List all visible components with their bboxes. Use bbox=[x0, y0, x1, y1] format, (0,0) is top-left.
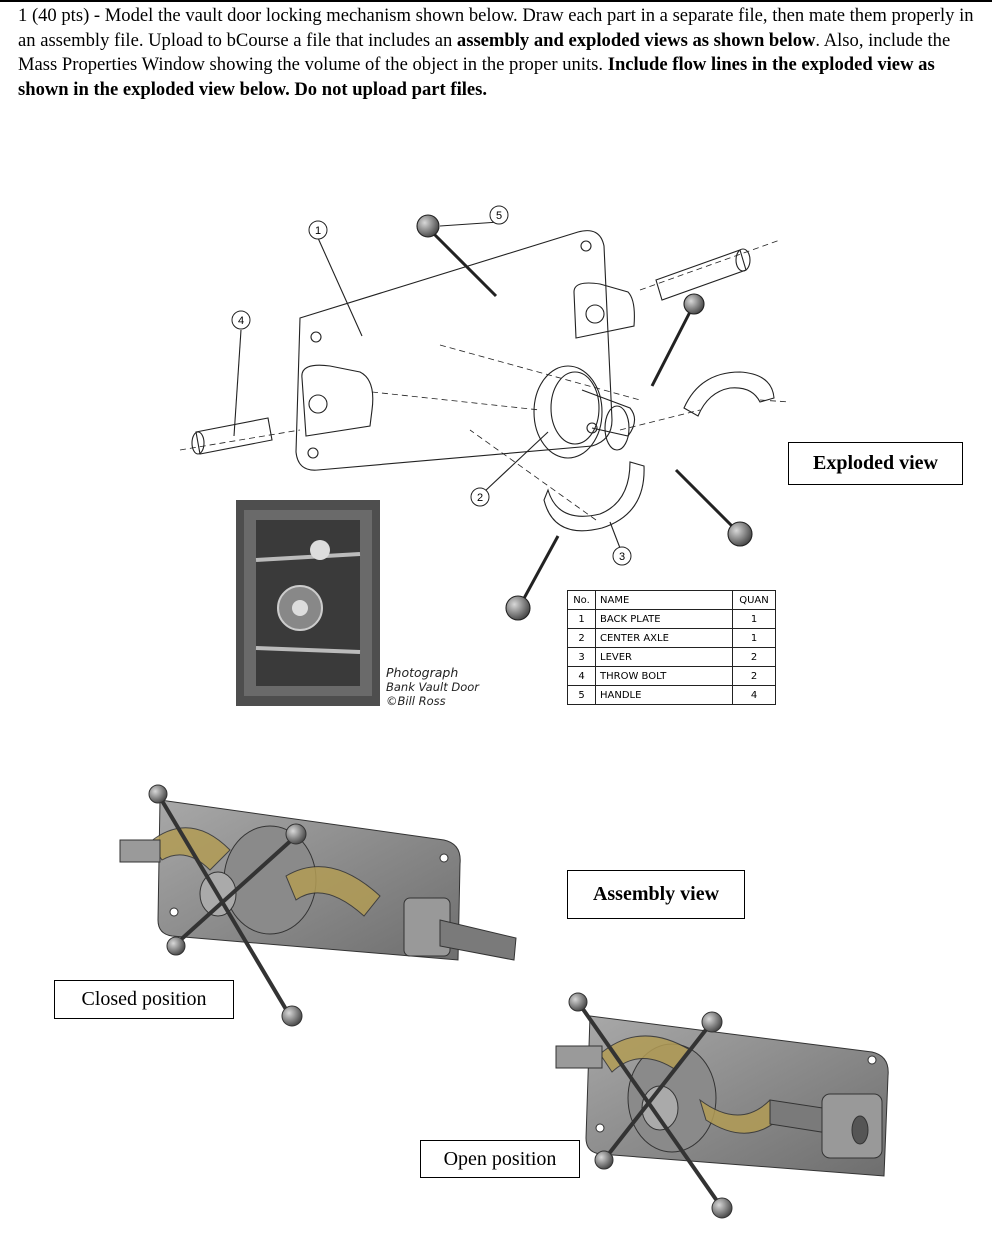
row-name: CENTER AXLE bbox=[595, 628, 733, 648]
lever-right bbox=[683, 371, 775, 417]
back-plate-outline bbox=[295, 230, 613, 471]
row-no: 3 bbox=[567, 647, 596, 667]
row-qty: 2 bbox=[732, 647, 776, 667]
row-no: 5 bbox=[567, 685, 596, 705]
row-name: BACK PLATE bbox=[595, 609, 733, 629]
table-row: 4 THROW BOLT 2 bbox=[567, 666, 776, 686]
table-row: 3 LEVER 2 bbox=[567, 647, 776, 667]
prompt-bold-views: assembly and exploded views as shown bel… bbox=[456, 29, 816, 51]
balloon-1 bbox=[308, 220, 328, 240]
prompt-lead: 1 (40 pts) - Model the vault door lockin… bbox=[18, 5, 974, 51]
closed-position-label: Closed position bbox=[54, 980, 234, 1019]
row-qty: 1 bbox=[732, 609, 776, 629]
row-qty: 2 bbox=[732, 666, 776, 686]
row-name: THROW BOLT bbox=[595, 666, 733, 686]
balloon-5-text: 5 bbox=[496, 210, 502, 222]
top-rule bbox=[0, 0, 992, 2]
caption-line-3: ©Bill Ross bbox=[386, 694, 446, 708]
balloon-3-text: 3 bbox=[619, 551, 625, 563]
header-no: No. bbox=[567, 590, 596, 610]
balloon-4-text: 4 bbox=[238, 315, 244, 327]
photo-caption: Photograph Bank Vault Door ©Bill Ross bbox=[386, 665, 480, 709]
vault-door-photo bbox=[236, 500, 380, 706]
table-row: 1 BACK PLATE 1 bbox=[567, 609, 776, 629]
balloon-group: 1 5 4 2 3 bbox=[231, 205, 632, 566]
assembly-closed bbox=[119, 784, 517, 1027]
balloon-4 bbox=[231, 310, 251, 330]
balloon-2 bbox=[470, 487, 490, 507]
assembly-view-label: Assembly view bbox=[567, 870, 745, 919]
balloon-3 bbox=[612, 546, 632, 566]
header-name: NAME bbox=[595, 590, 733, 610]
parts-list-table: No. NAME QUAN 1 BACK PLATE 1 2 CENTER AX… bbox=[567, 590, 776, 705]
row-name: HANDLE bbox=[595, 685, 733, 705]
balloon-1-text: 1 bbox=[315, 225, 321, 237]
table-row: 2 CENTER AXLE 1 bbox=[567, 628, 776, 648]
caption-line-2: Bank Vault Door bbox=[386, 680, 480, 694]
caption-line-1: Photograph bbox=[386, 665, 459, 680]
parts-header-row: No. NAME QUAN bbox=[567, 590, 776, 610]
open-position-label: Open position bbox=[420, 1140, 580, 1178]
row-qty: 1 bbox=[732, 628, 776, 648]
lever-left bbox=[543, 461, 645, 532]
prompt-mid: . Also, include the Mass Properties Wind… bbox=[18, 29, 951, 76]
table-row: 5 HANDLE 4 bbox=[567, 685, 776, 705]
vault-door-photo-art bbox=[236, 500, 380, 706]
balloon-2-text: 2 bbox=[477, 492, 483, 504]
assignment-prompt: 1 (40 pts) - Model the vault door lockin… bbox=[18, 4, 983, 102]
throw-bolt-left bbox=[195, 417, 273, 455]
exploded-view-label: Exploded view bbox=[788, 442, 963, 485]
row-no: 4 bbox=[567, 666, 596, 686]
row-name: LEVER bbox=[595, 647, 733, 667]
balloon-5 bbox=[489, 205, 509, 225]
row-qty: 4 bbox=[732, 685, 776, 705]
row-no: 1 bbox=[567, 609, 596, 629]
assembly-open bbox=[555, 992, 889, 1219]
header-qty: QUAN bbox=[732, 590, 776, 610]
prompt-bold-flowlines: Include flow lines in the exploded view … bbox=[18, 54, 935, 100]
exploded-sketch bbox=[179, 214, 791, 621]
row-no: 2 bbox=[567, 628, 596, 648]
